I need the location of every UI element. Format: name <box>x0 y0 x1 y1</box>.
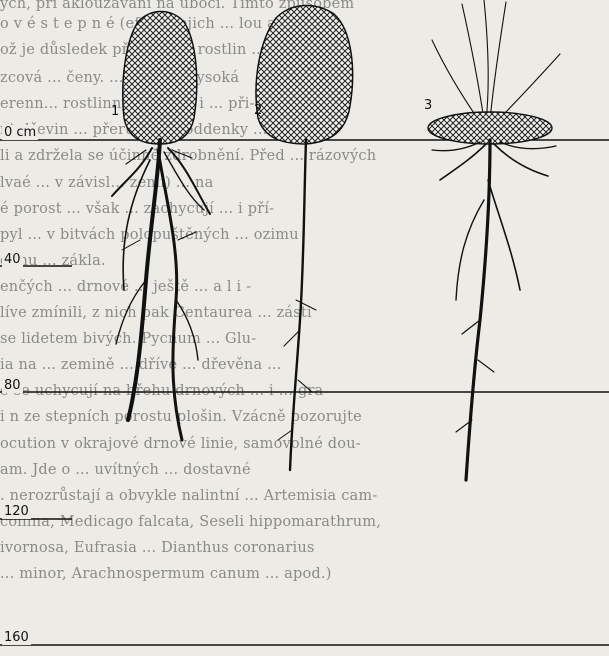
plant-2-tussock <box>256 5 353 144</box>
plant-label-1: 1 <box>111 104 119 119</box>
depth-label-160: 160 <box>2 630 31 645</box>
depth-label-40: 40 <box>2 252 23 267</box>
plant-1-tussock <box>123 12 197 145</box>
depth-label-80: 80 <box>2 378 23 393</box>
plant-label-3: 3 <box>424 98 432 113</box>
depth-label-120: 120 <box>2 504 31 519</box>
plant-label-2: 2 <box>254 103 262 118</box>
plant-1-drawing <box>112 12 210 441</box>
depth-label-0: 0 cm <box>2 125 38 140</box>
plant-3-drawing <box>428 0 560 480</box>
plant-2-drawing <box>256 5 353 470</box>
